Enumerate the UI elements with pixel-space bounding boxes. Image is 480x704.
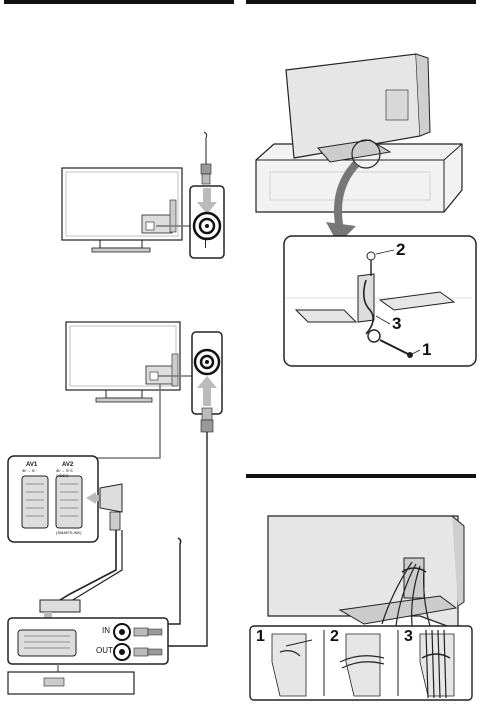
antenna-vcr-connection-diagram (7, 321, 223, 695)
section-rule-right (246, 474, 476, 478)
antenna-port-symbol: ⊤ (199, 235, 213, 252)
av2-label: AV2 (62, 462, 74, 468)
cable-step-2-label: 2 (330, 628, 339, 645)
stand-step-3-label: 3 (392, 314, 402, 333)
stand-step-2-label: 2 (396, 240, 406, 259)
antenna-connection-diagram (61, 131, 225, 259)
av2-sublabel: ⊕/→ ⊖ S VIDEO (56, 468, 73, 478)
top-rule-right (246, 0, 476, 4)
cable-step-1-label: 1 (256, 628, 265, 645)
cable-step-3-label: 3 (404, 628, 413, 645)
av1-sublabel: ⊕/→ ⊖ (22, 468, 35, 473)
av1-label: AV1 (26, 462, 38, 468)
cable-bundling-diagram (249, 515, 473, 701)
smartlink-note: (SMARTLINK) (56, 530, 82, 535)
stand-step-1-label: 1 (422, 340, 432, 359)
vcr-in-label: IN (102, 626, 110, 635)
top-rule-left (4, 0, 234, 4)
vcr-out-label: OUT (96, 646, 113, 655)
stand-fixing-diagram (255, 53, 477, 367)
